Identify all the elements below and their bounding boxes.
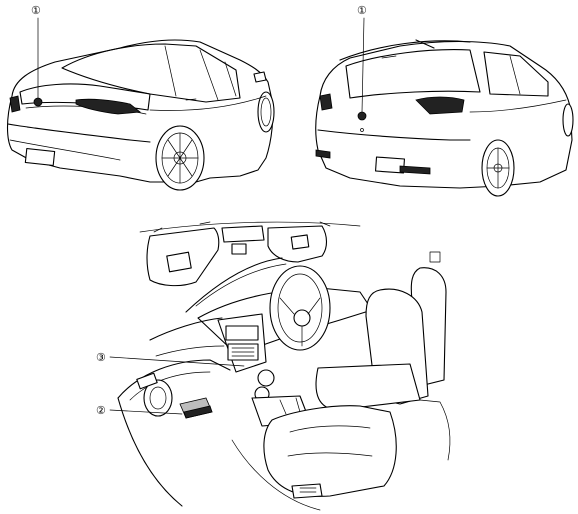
callout-1-label: ① (357, 5, 367, 17)
callout-1-hatchback: ① (357, 5, 367, 113)
callout-1-sedan: ① (31, 5, 41, 99)
sedan-rear-view (6, 39, 275, 191)
steering-wheel (269, 265, 331, 351)
callout-3-interior: ③ (96, 352, 245, 367)
callout-3-label: ③ (96, 352, 106, 364)
callout-2-interior: ② (96, 405, 183, 417)
hatchback-rear-view (315, 39, 574, 197)
interior-view (117, 221, 451, 511)
front-seat (263, 267, 447, 499)
callout-1-label: ① (31, 5, 41, 17)
sun-visors (146, 221, 331, 287)
callout-2-label: ② (96, 405, 106, 417)
